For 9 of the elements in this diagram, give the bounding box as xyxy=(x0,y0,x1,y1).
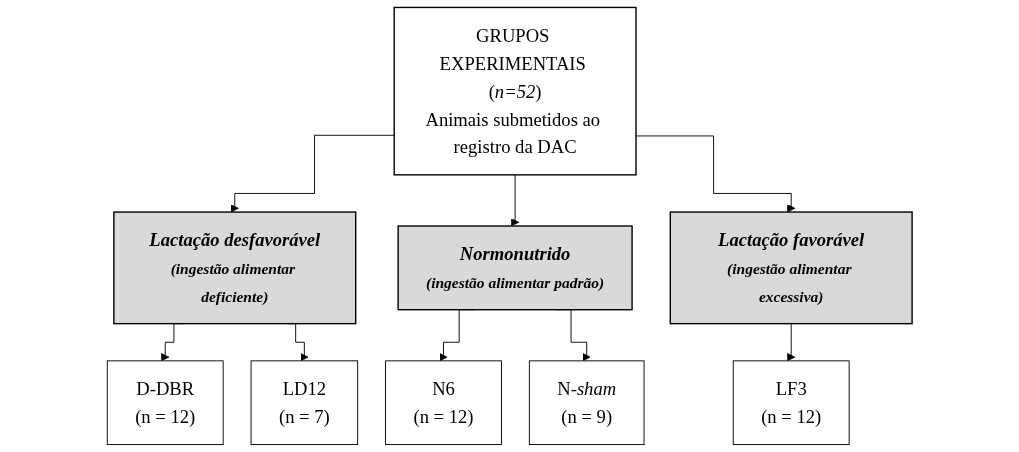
node-box: Lactação favorável (ingestão alimentar excessiva) xyxy=(669,211,913,325)
node-box: LD12 (n = 7) xyxy=(250,360,358,446)
node-box: Normonutrido (ingestão alimentar padrão) xyxy=(397,225,633,311)
node-box: GRUPOS EXPERIMENTAIS (n=52) Animais submetidos ao registro da DAC xyxy=(393,6,637,176)
node-box: LF3 (n = 12) xyxy=(732,360,850,446)
node-box: N6 (n = 12) xyxy=(384,360,502,446)
node-box: D-DBR (n = 12) xyxy=(106,360,224,446)
node-box: N-sham (n = 9) xyxy=(528,360,645,446)
node-box: Lactação desfavorável (ingestão alimentar deficiente) xyxy=(113,211,357,325)
